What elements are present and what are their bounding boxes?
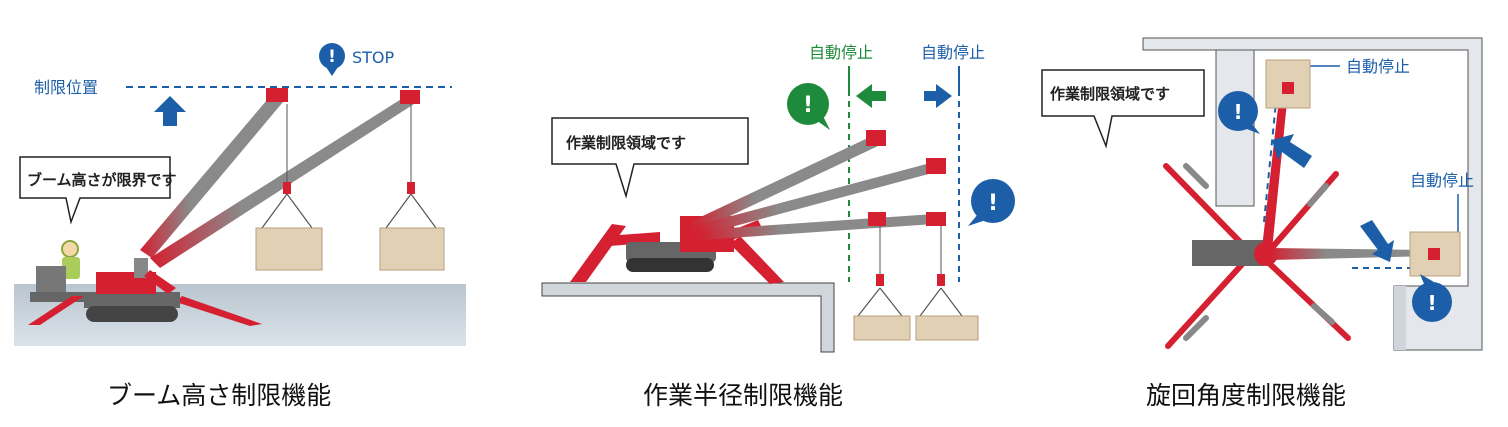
auto-stop-label-right: 自動停止 [1410,171,1474,190]
panel-slewing-angle: 作業制限領域です 自動停止 自動停止 [1041,37,1483,351]
svg-text:!: ! [1427,291,1436,315]
platform-ledge [541,282,835,353]
auto-stop-label-top: 自動停止 [1346,57,1410,76]
load-right [379,104,445,271]
down-arrow-icon [1360,220,1394,262]
speech-bubble-1: ブーム高さが限界です [19,156,177,225]
crane-2: UNIC [570,130,946,284]
caption-boom-height: ブーム高さ制限機能 [107,381,332,410]
load-far [915,226,979,341]
alert-icon-green: ! [787,83,830,130]
svg-text:!: ! [328,47,336,67]
boom-extended [150,96,414,268]
speech-bubble-3: 作業制限領域です [1041,69,1205,149]
auto-stop-label-green: 自動停止 [809,43,873,62]
boom-horizontal [1270,248,1432,260]
caption-working-radius: 作業半径制限機能 [643,381,844,410]
svg-text:!: ! [803,93,813,118]
left-arrow-icon [856,84,886,108]
crane-3-body [1192,240,1264,266]
svg-text:UNIC: UNIC [743,170,764,185]
boom-upper [690,136,878,232]
outriggers [1163,163,1351,349]
stop-alert-icon: ! [319,43,345,76]
operator-figure [30,240,88,302]
svg-text:ブーム高さが限界です: ブーム高さが限界です [27,171,177,189]
up-arrow-icon [154,96,186,126]
svg-text:作業制限領域です: 作業制限領域です [566,134,686,152]
right-arrow-icon [924,84,952,108]
caption-slewing-angle: 旋回角度制限機能 [1146,381,1347,410]
svg-text:!: ! [988,191,998,216]
auto-stop-label-blue: 自動停止 [921,43,985,62]
svg-text:UNIC: UNIC [222,182,245,202]
alert-icon-bottom: ! [1412,274,1452,322]
load-near [853,226,911,341]
limit-position-label: 制限位置 [34,78,98,97]
alert-icon-blue: ! [968,179,1015,226]
diagonal-arrow-icon [1272,134,1312,168]
svg-text:!: ! [1233,100,1242,124]
alert-icon-top: ! [1218,91,1260,134]
panel-boom-height: 制限位置 ! STOP ブーム高さが限界です [14,43,466,346]
load-left [255,104,323,271]
boom-middle [694,162,936,236]
stop-label: STOP [352,48,395,67]
boom-vertical [1262,90,1288,250]
svg-text:作業制限領域です: 作業制限領域です [1050,85,1170,103]
panel-working-radius: 自動停止 自動停止 ! ! 作業制限領域です [541,43,1015,353]
speech-bubble-2: 作業制限領域です [551,117,749,199]
crane-1: UNIC [28,88,420,326]
boom-raised [140,94,283,258]
